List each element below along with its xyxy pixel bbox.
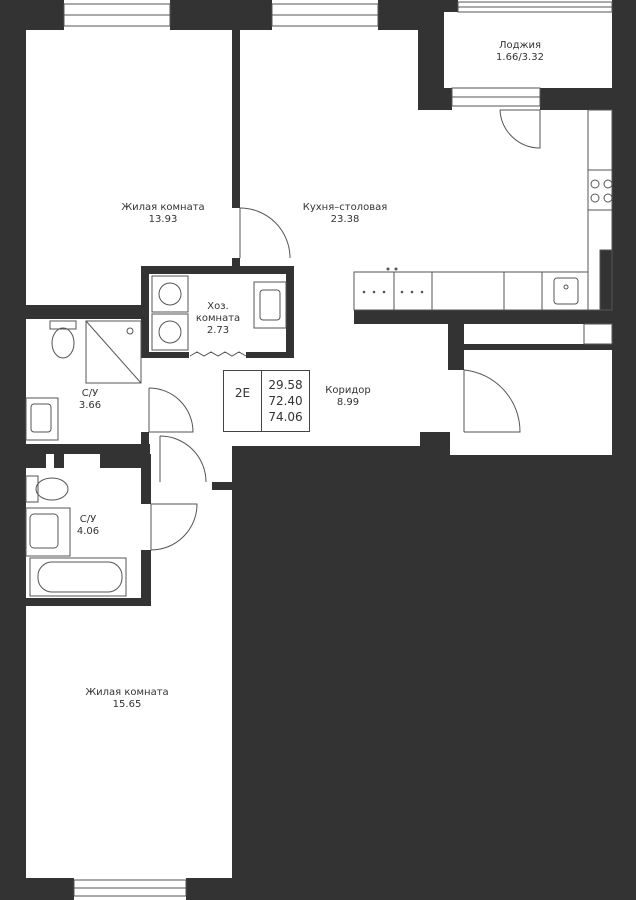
room-name: Кухня–столовая [302,202,388,213]
room-name-line1: Хоз. [207,301,229,312]
room-label-corridor: Коридор 8.99 [318,385,378,409]
room-label-kitchen: Кухня–столовая 23.38 [290,202,400,226]
room-area: 3.66 [78,400,102,411]
room-area: 1.66/3.32 [496,52,544,63]
room-name: Жилая комната [85,687,169,698]
room-area: 8.99 [336,397,360,408]
room-name: С/У [81,388,99,399]
apartment-code: 2E [224,371,262,431]
room-label-loggia: Лоджия 1.66/3.32 [480,40,560,64]
apartment-area-badge: 2E 29.58 72.40 74.06 [223,370,310,432]
area-living: 29.58 [268,378,303,392]
room-label-bath-2: С/У 4.06 [68,514,108,538]
fixtures [25,109,613,597]
room-name: Коридор [325,385,371,396]
room-area: 4.06 [76,526,100,537]
windows [63,1,613,897]
room-name: Лоджия [498,40,542,51]
area-with-loggia: 74.06 [268,410,303,424]
room-area: 13.93 [148,214,178,225]
room-label-utility: Хоз. комната 2.73 [190,301,246,337]
doors [148,109,541,551]
stove-marks [362,267,424,294]
room-name: Жилая комната [121,202,205,213]
room-name: С/У [79,514,97,525]
room-name-line2: комната [195,313,241,324]
room-label-bath-1: С/У 3.66 [70,388,110,412]
apartment-areas: 29.58 72.40 74.06 [262,377,309,425]
room-area: 23.38 [330,214,360,225]
room-area: 15.65 [112,699,142,710]
room-area: 2.73 [206,325,230,336]
room-label-living-2: Жилая комната 15.65 [72,687,182,711]
area-total: 72.40 [268,394,303,408]
room-label-living-1: Жилая комната 13.93 [108,202,218,226]
